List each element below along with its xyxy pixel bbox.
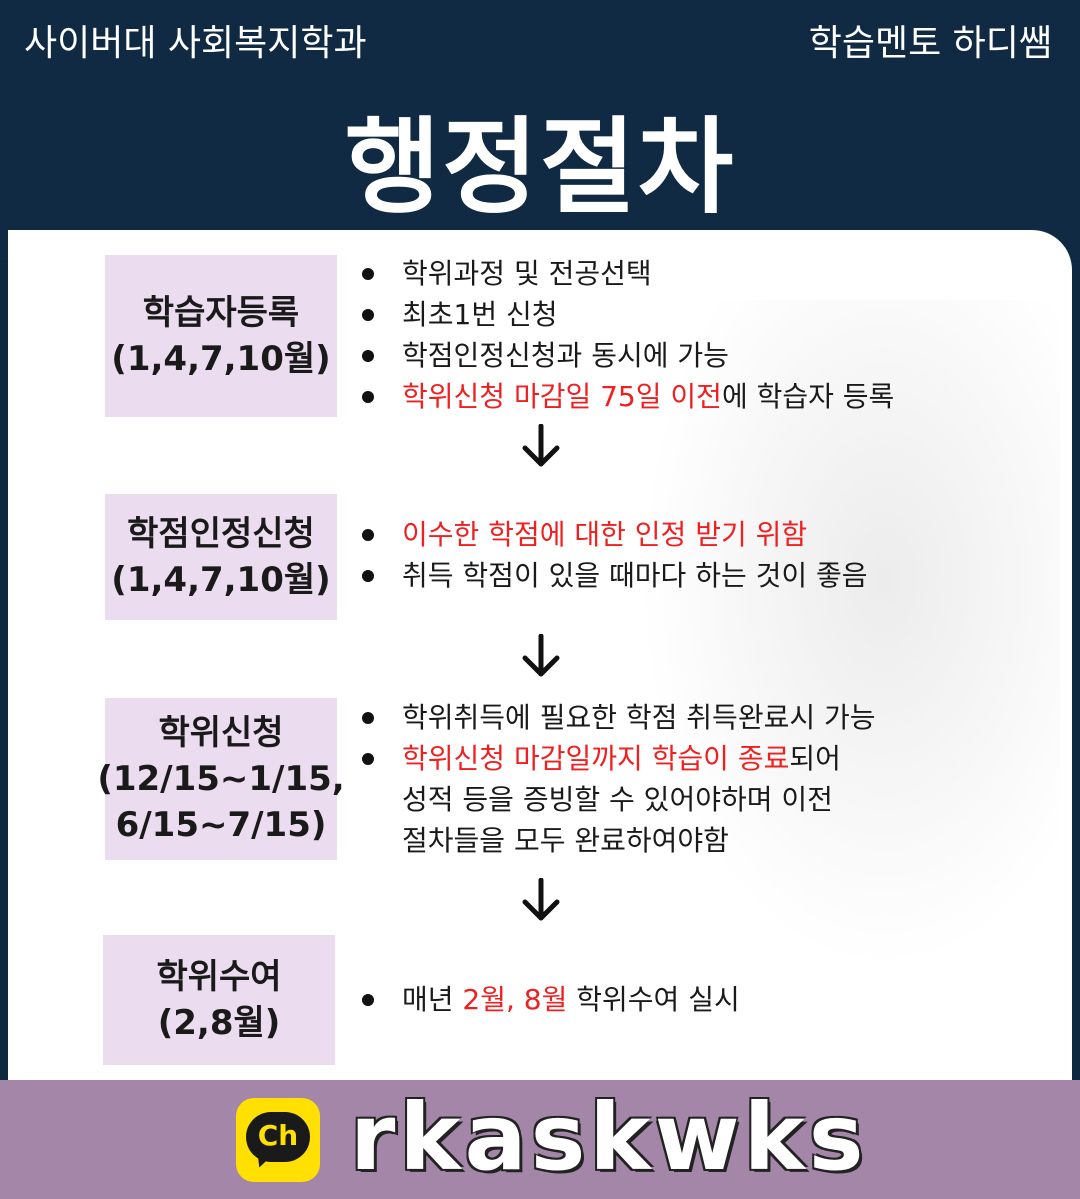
- list-item: 취득 학점이 있을 때마다 하는 것이 좋음: [356, 555, 868, 596]
- step-period: 6/15~7/15): [115, 805, 327, 845]
- step-title: 학습자등록: [142, 293, 300, 333]
- list-item: 학위신청 마감일 75일 이전에 학습자 등록: [356, 376, 894, 417]
- step-bullets-learner-registration: 학위과정 및 전공선택 최초1번 신청 학점인정신청과 동시에 가능 학위신청 …: [356, 253, 894, 417]
- step-bullets-degree-application: 학위취득에 필요한 학점 취득완료시 가능 학위신청 마감일까지 학습이 종료되…: [356, 697, 876, 861]
- list-item: 최초1번 신청: [356, 294, 894, 335]
- step-period: (1,4,7,10월): [111, 339, 331, 379]
- list-item: 학위취득에 필요한 학점 취득완료시 가능: [356, 697, 876, 738]
- step-period: (2,8월): [157, 1003, 281, 1043]
- step-bullets-degree-conferral: 매년 2월, 8월 학위수여 실시: [356, 979, 740, 1020]
- step-box-degree-conferral: 학위수여 (2,8월): [103, 935, 335, 1065]
- logo-text: Ch: [257, 1119, 299, 1152]
- list-item: 성적 등을 증빙할 수 있어야하며 이전: [402, 783, 833, 816]
- footer-bar: Ch rkaskwks: [0, 1080, 1080, 1199]
- step-box-degree-application: 학위신청 (12/15~1/15, 6/15~7/15): [97, 698, 345, 860]
- step-bullets-credit-recognition: 이수한 학점에 대한 인정 받기 위함 취득 학점이 있을 때마다 하는 것이 …: [356, 514, 868, 596]
- arrow-down-icon: [522, 634, 560, 677]
- list-item: 학위과정 및 전공선택: [356, 253, 894, 294]
- step-period: (12/15~1/15,: [97, 759, 345, 799]
- step-box-learner-registration: 학습자등록 (1,4,7,10월): [105, 255, 337, 417]
- header-bar: 사이버대 사회복지학과 학습멘토 하디쌤 행정절차: [0, 0, 1080, 260]
- list-item: 매년 2월, 8월 학위수여 실시: [356, 979, 740, 1020]
- list-item: 학점인정신청과 동시에 가능: [356, 335, 894, 376]
- step-box-credit-recognition: 학점인정신청 (1,4,7,10월): [105, 494, 337, 620]
- mentor-label: 학습멘토 하디쌤: [808, 23, 1052, 64]
- page-title: 행정절차: [344, 106, 736, 228]
- background-decoration: [620, 300, 1060, 1000]
- step-title: 학점인정신청: [127, 514, 315, 554]
- arrow-down-icon: [522, 424, 560, 467]
- list-item: 학위신청 마감일까지 학습이 종료되어: [356, 738, 876, 779]
- arrow-down-icon: [522, 878, 560, 921]
- kakao-channel-icon[interactable]: Ch: [236, 1098, 320, 1182]
- list-item: 이수한 학점에 대한 인정 받기 위함: [356, 514, 868, 555]
- step-period: (1,4,7,10월): [111, 560, 331, 600]
- department-label: 사이버대 사회복지학과: [24, 23, 367, 64]
- step-title: 학위수여: [156, 957, 282, 997]
- channel-id[interactable]: rkaskwks: [350, 1084, 868, 1191]
- step-title: 학위신청: [158, 713, 284, 753]
- list-item: 절차들을 모두 완료하여야함: [402, 824, 729, 857]
